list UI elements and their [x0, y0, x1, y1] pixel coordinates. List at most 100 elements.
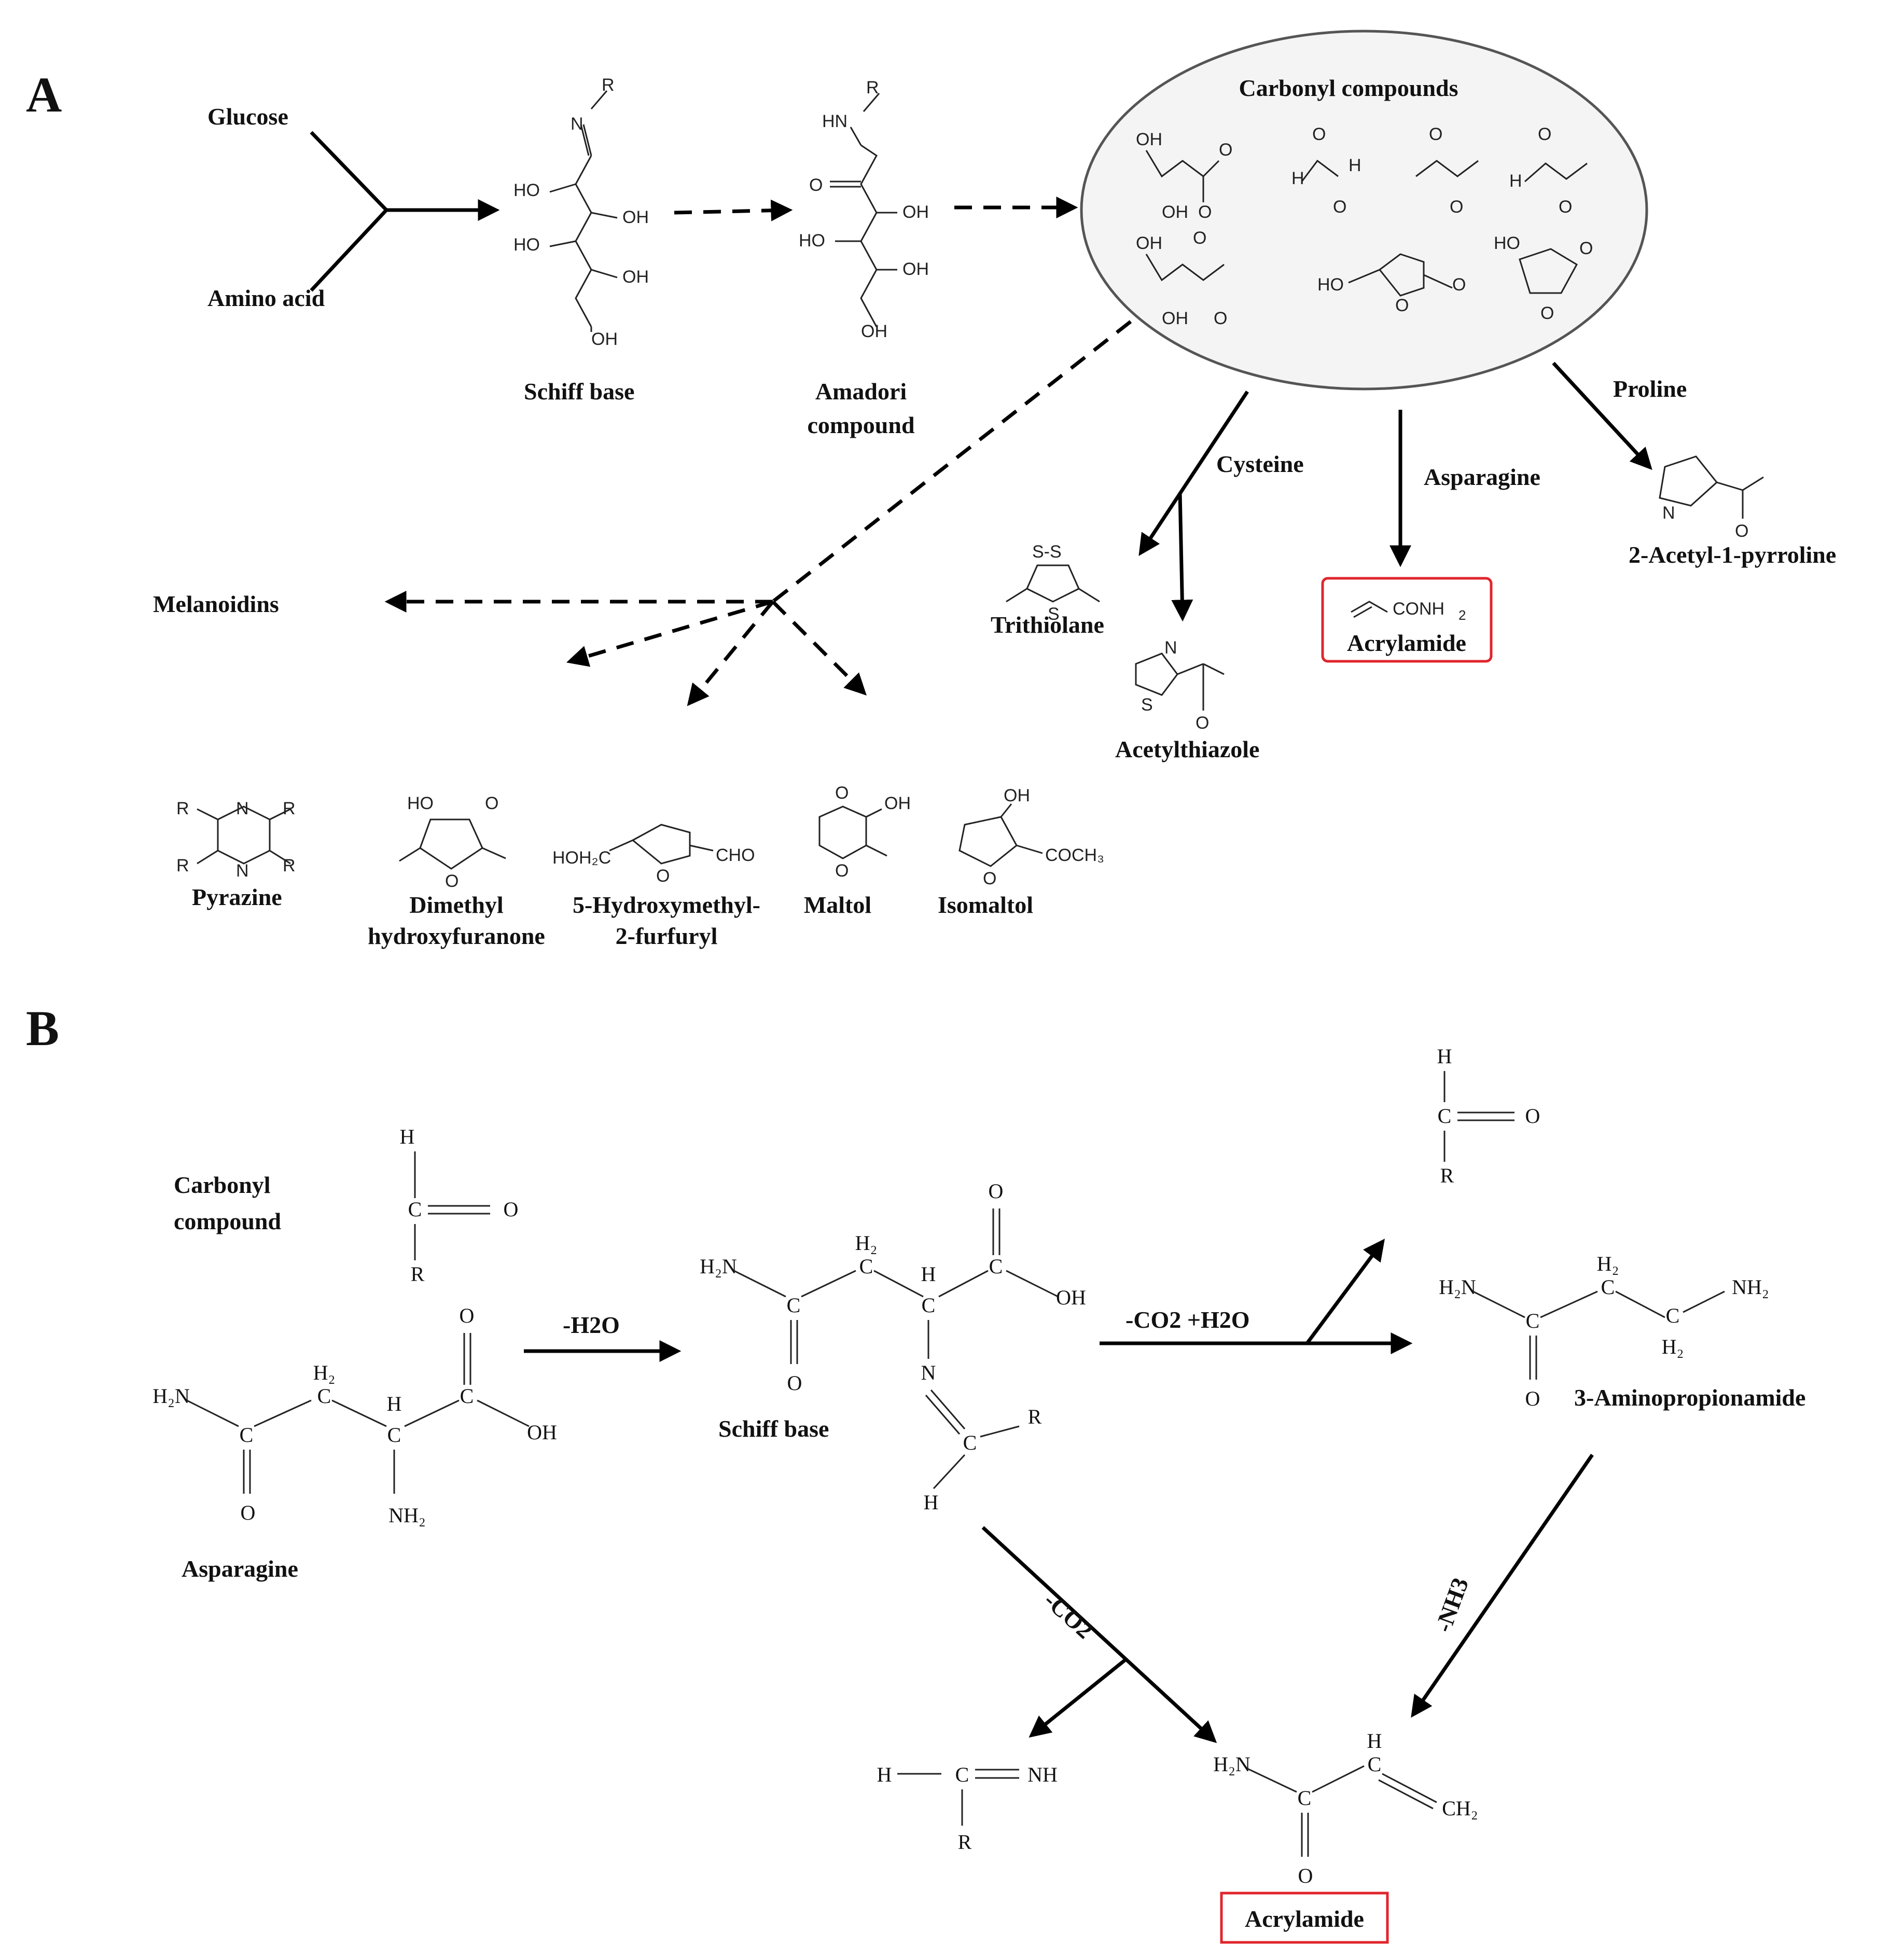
svg-text:O: O	[835, 861, 849, 881]
svg-text:N: N	[921, 1361, 936, 1384]
hmf-structure: HOH₂C O CHO	[552, 824, 755, 886]
schiff-base-label-b: Schiff base	[718, 1415, 829, 1442]
svg-text:O: O	[1198, 202, 1212, 222]
svg-text:C: C	[1438, 1104, 1452, 1128]
svg-text:O: O	[1540, 303, 1554, 323]
minus-water-label: -H2O	[563, 1312, 620, 1338]
svg-text:OH: OH	[591, 329, 618, 349]
svg-text:S-S: S-S	[1032, 542, 1062, 562]
schiff-base-label-a: Schiff base	[524, 378, 634, 405]
amadori-label-line1: Amadori	[815, 378, 907, 405]
schiff-base-structure-b: H₂N C O H₂ C H C C O OH N C R H	[700, 1179, 1086, 1514]
svg-text:OH: OH	[527, 1421, 557, 1444]
trithiolane-label: Trithiolane	[991, 611, 1104, 638]
glucose-amino-convergence-arrow	[310, 131, 500, 292]
svg-text:N: N	[1662, 503, 1675, 523]
minus-co2-label: -CO2	[1039, 1587, 1098, 1644]
svg-text:R: R	[866, 78, 879, 98]
svg-text:O: O	[989, 1179, 1004, 1203]
svg-text:C: C	[408, 1198, 422, 1221]
svg-text:OH: OH	[902, 202, 929, 222]
svg-text:O: O	[445, 871, 458, 891]
svg-text:O: O	[656, 866, 670, 886]
svg-text:H: H	[1509, 171, 1522, 191]
asparagine-structure-b: H₂N C O H₂ C H C NH₂ C O OH	[152, 1304, 557, 1527]
svg-text:O: O	[241, 1501, 256, 1524]
svg-text:O: O	[1450, 197, 1463, 217]
minus-nh3-label: -NH3	[1429, 1574, 1474, 1635]
carbonyl-compounds-label: Carbonyl compounds	[1239, 75, 1458, 101]
deamination-arrow	[1411, 1454, 1594, 1718]
svg-text:H₂: H₂	[855, 1231, 878, 1255]
svg-text:O: O	[1452, 275, 1466, 295]
svg-text:NH₂: NH₂	[1732, 1275, 1769, 1299]
svg-text:HO: HO	[513, 180, 540, 200]
svg-text:2: 2	[1458, 607, 1466, 623]
svg-text:O: O	[1579, 239, 1593, 258]
pyrazine-arrow	[566, 600, 773, 667]
svg-text:HOH₂C: HOH₂C	[552, 848, 611, 868]
svg-text:HO: HO	[799, 231, 825, 251]
svg-text:H: H	[1437, 1045, 1452, 1068]
svg-text:NH: NH	[1027, 1763, 1058, 1786]
hmf-label-line2: 2-furfuryl	[616, 923, 718, 949]
maltol-label: Maltol	[804, 892, 871, 918]
asparagine-label-b: Asparagine	[182, 1555, 298, 1582]
svg-text:CH₂: CH₂	[1442, 1797, 1478, 1820]
svg-text:R: R	[283, 799, 296, 818]
svg-text:H₂N: H₂N	[1213, 1753, 1250, 1776]
svg-text:H₂: H₂	[313, 1361, 336, 1384]
acrylamide-structure-b: H₂N C O H C CH₂	[1213, 1729, 1478, 1887]
svg-text:OH: OH	[622, 267, 649, 287]
hmf-label-line1: 5-Hydroxymethyl-	[573, 892, 760, 918]
maltol-structure: O OH O	[818, 783, 911, 881]
svg-text:H: H	[921, 1262, 936, 1286]
svg-text:C: C	[859, 1255, 873, 1278]
acetylpyrroline-structure: N O	[1659, 455, 1764, 541]
melanoidins-label: Melanoidins	[153, 591, 279, 617]
svg-text:H: H	[400, 1125, 415, 1148]
panel-a-letter: A	[26, 67, 62, 122]
svg-text:C: C	[1526, 1309, 1540, 1332]
svg-text:OH: OH	[861, 322, 887, 341]
panel-b-letter: B	[26, 1000, 59, 1056]
svg-text:C: C	[1666, 1304, 1680, 1327]
svg-text:C: C	[963, 1431, 977, 1454]
asparagine-label-a: Asparagine	[1424, 464, 1540, 490]
acetylthiazole-label: Acetylthiazole	[1115, 736, 1259, 762]
svg-text:O: O	[1525, 1104, 1540, 1128]
svg-text:HO: HO	[1317, 275, 1344, 295]
svg-text:C: C	[989, 1255, 1003, 1278]
svg-text:C: C	[1298, 1786, 1312, 1810]
svg-text:R: R	[283, 856, 296, 875]
svg-text:O: O	[1312, 124, 1326, 144]
svg-text:HO: HO	[407, 794, 434, 813]
svg-text:C: C	[387, 1423, 401, 1447]
svg-text:N: N	[236, 861, 249, 881]
svg-text:HO: HO	[1494, 233, 1520, 253]
svg-text:C: C	[787, 1294, 801, 1317]
svg-text:O: O	[1214, 309, 1227, 328]
svg-text:OH: OH	[1056, 1286, 1086, 1309]
cysteine-arrow-acetylthiazole	[1171, 492, 1193, 622]
svg-text:HN: HN	[822, 112, 847, 131]
hmf-arrow	[687, 600, 774, 706]
acrylamide-structure-a: CONH 2	[1351, 599, 1466, 623]
carbonyl-compound-structures: OH OH O O H O H O O O H O O OH OH O O HO…	[1136, 124, 1593, 328]
cysteine-label: Cysteine	[1216, 451, 1304, 477]
svg-text:O: O	[1333, 197, 1346, 217]
svg-text:H₂N: H₂N	[700, 1255, 737, 1278]
acrylamide-highlight-box-b	[1220, 1892, 1389, 1944]
svg-text:O: O	[1525, 1387, 1540, 1410]
svg-text:OH: OH	[1004, 786, 1030, 805]
imine-structure: H C NH R	[877, 1763, 1058, 1854]
svg-text:H: H	[1367, 1729, 1382, 1753]
pyrazine-structure: R R R R N N	[176, 799, 296, 881]
svg-text:O: O	[787, 1371, 802, 1395]
svg-text:R: R	[176, 799, 189, 818]
aminopropionamide-structure: H₂N C O H₂ C C H₂ NH₂	[1439, 1252, 1769, 1410]
svg-text:O: O	[1219, 140, 1232, 160]
maltol-arrow	[771, 600, 867, 696]
svg-text:R: R	[1440, 1164, 1454, 1187]
svg-text:OH: OH	[1136, 233, 1162, 253]
